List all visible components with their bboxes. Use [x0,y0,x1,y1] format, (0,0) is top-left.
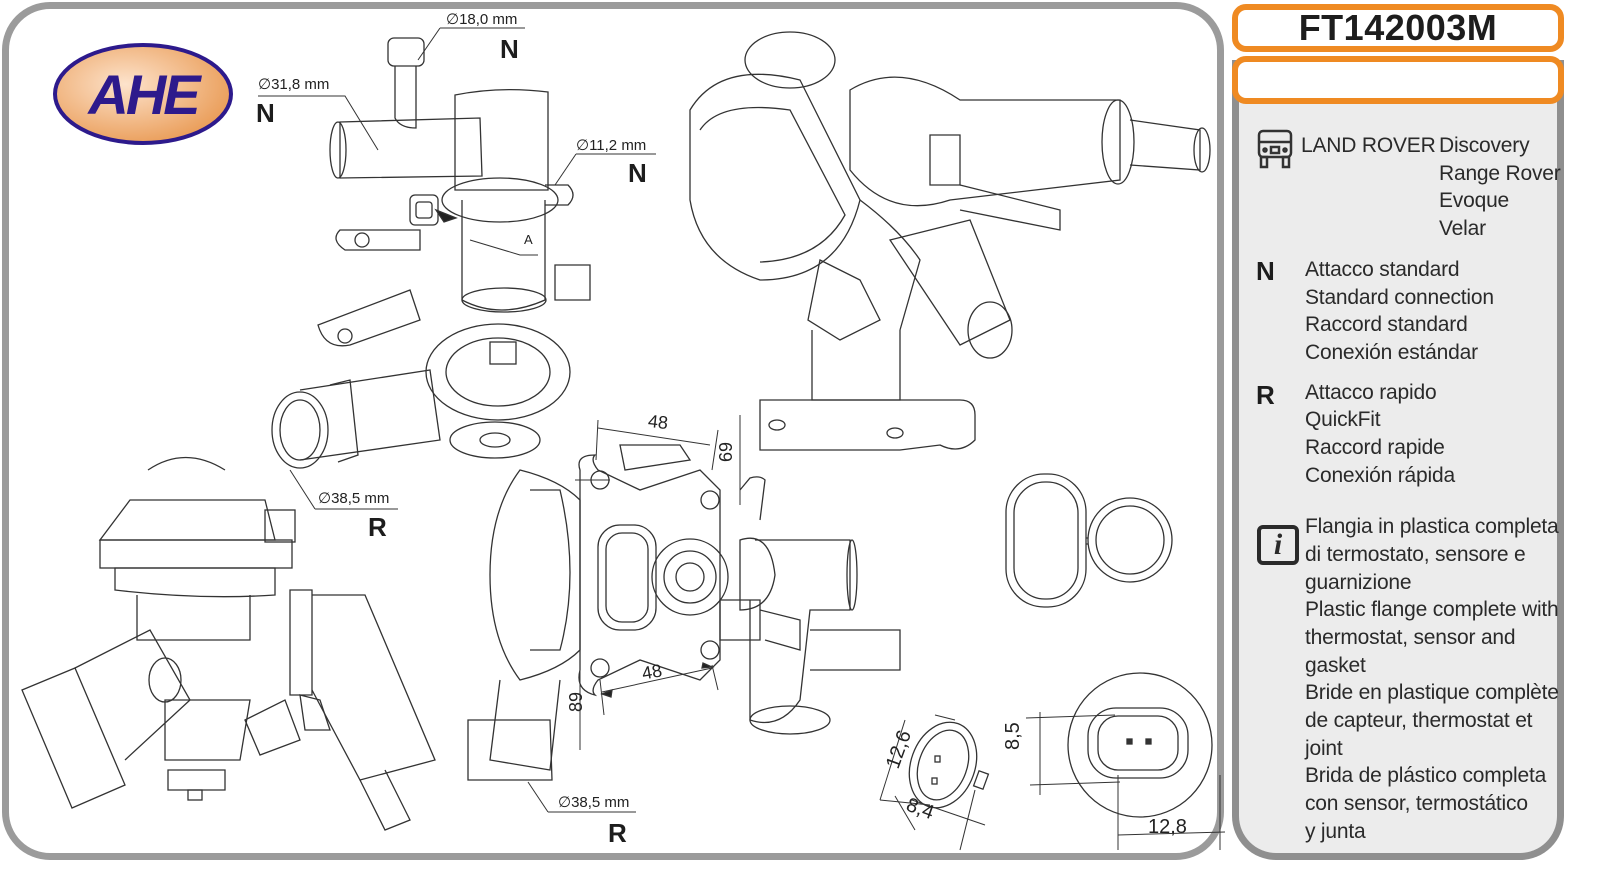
dim-left-height: 89 [566,691,586,712]
drawing-panel [2,2,1224,860]
connection-label-11: ∅11,2 mm [576,137,647,154]
sensor-plug-drawing [879,714,990,851]
legend-line: Conexión estándar [1305,341,1478,364]
info-line: guarnizione [1305,571,1412,594]
legend-line: Attacco standard [1305,258,1460,281]
info-icon: i [1257,525,1299,565]
info-line: Flangia in plastica completa [1305,515,1559,538]
legend-line: Raccord rapide [1305,436,1445,459]
part-number: FT142003M [1232,4,1564,52]
legend-line: Raccord standard [1305,313,1468,336]
connection-type-31: N [256,98,275,128]
vehicle-model: Discovery [1439,134,1530,157]
vehicle-model: Evoque [1439,189,1510,212]
housing-top-right-drawing [689,31,1211,451]
info-line: de capteur, thermostat et [1305,709,1533,732]
connection-type-38-lower: R [608,818,627,848]
logo-text: AHE [88,63,200,126]
info-line: y junta [1305,820,1366,843]
dim-socket-width: 12,8 [1148,816,1187,838]
socket-detail-drawing [1025,672,1226,850]
ahe-logo-graphic [53,43,233,145]
info-panel [1232,60,1564,860]
housing-top-left-drawing [271,37,591,469]
housing-bottom-left-drawing [21,456,436,831]
connection-type-11: N [628,158,647,188]
connection-label-38-upper: ∅38,5 mm [318,490,390,507]
legend-key-r: R [1256,380,1275,410]
dim-top-width: 48 [647,411,670,433]
info-line: thermostat, sensor and [1305,626,1516,649]
connection-type-18: N [500,34,519,64]
flange-front-view-drawing [467,444,901,781]
sub-label-box [1232,56,1564,104]
detail-label-a: A [524,232,533,247]
dim-socket-height: 8,5 [1002,722,1024,750]
info-line: Brida de plástico completa [1305,764,1547,787]
legend-line: QuickFit [1305,408,1381,431]
connection-label-18: ∅18,0 mm [446,11,518,28]
vehicle-model: Velar [1439,217,1486,240]
dim-bottom-width: 48 [640,660,664,684]
legend-line: Attacco rapido [1305,381,1437,404]
connection-label-31: ∅31,8 mm [258,76,330,93]
info-line: Bride en plastique complète [1305,681,1559,704]
connection-type-38-upper: R [368,512,387,542]
dim-right-height: 69 [716,441,736,462]
info-line: di termostato, sensore e [1305,543,1526,566]
info-line: joint [1305,737,1343,760]
info-line: gasket [1305,654,1366,677]
vehicle-model: Range Rover [1439,162,1561,185]
vehicle-make: LAND ROVER [1301,134,1436,157]
vehicle-front-icon [1257,129,1293,169]
ahe-logo: AHE [52,42,234,146]
legend-line: Standard connection [1305,286,1494,309]
legend-line: Conexión rápida [1305,464,1455,487]
gasket-drawing [1005,473,1173,608]
connection-label-38-lower: ∅38,5 mm [558,794,630,811]
legend-key-n: N [1256,256,1275,286]
info-line: con sensor, termostático [1305,792,1528,815]
info-line: Plastic flange complete with [1305,598,1559,621]
